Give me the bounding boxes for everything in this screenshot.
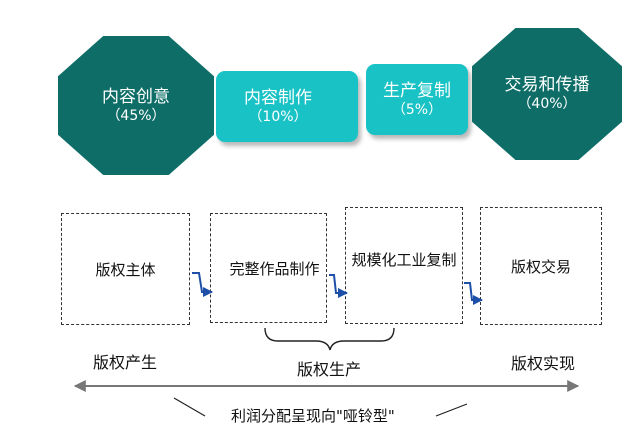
flow-arrow-3 (464, 282, 483, 305)
stage-production-copy: 生产复制 （5%） (366, 64, 468, 135)
production-brace (264, 327, 395, 351)
dumbbell-line-right (435, 403, 468, 417)
stage-content-production: 内容制作 （10%） (216, 71, 358, 142)
box-label: 版权交易 (510, 257, 571, 276)
stage-trade-distribution: 交易和传播 （40%） (472, 28, 622, 160)
stage-title: 生产复制 (383, 80, 451, 101)
box-industrial-copy: 规模化工业复制 (345, 207, 463, 324)
dumbbell-line-left (173, 397, 206, 417)
phase-label-produce: 版权产生 (93, 353, 158, 372)
box-label: 版权主体 (95, 260, 156, 279)
stage-percentage: （40%） (517, 96, 577, 112)
stage-title: 内容制作 (244, 87, 312, 108)
stage-title: 交易和传播 (504, 75, 590, 95)
box-copyright-trade: 版权交易 (480, 207, 602, 325)
box-label: 完整作品制作 (229, 259, 320, 278)
footer-caption: 利润分配呈现向"哑铃型" (231, 407, 395, 425)
phase-label-realize: 版权实现 (511, 354, 576, 373)
phase-label-production: 版权生产 (297, 360, 362, 379)
flow-arrow-1 (192, 272, 213, 297)
stage-content-creativity: 内容创意 （45%） (58, 36, 214, 175)
stage-title: 内容创意 (102, 86, 170, 107)
stage-percentage: （10%） (248, 108, 308, 125)
box-copyright-subject: 版权主体 (61, 213, 190, 325)
flow-arrow-2 (329, 274, 348, 298)
box-full-work-production: 完整作品制作 (210, 213, 327, 323)
stage-percentage: （45%） (106, 107, 166, 124)
stage-percentage: （5%） (391, 101, 443, 118)
box-label: 规模化工业复制 (351, 251, 457, 269)
